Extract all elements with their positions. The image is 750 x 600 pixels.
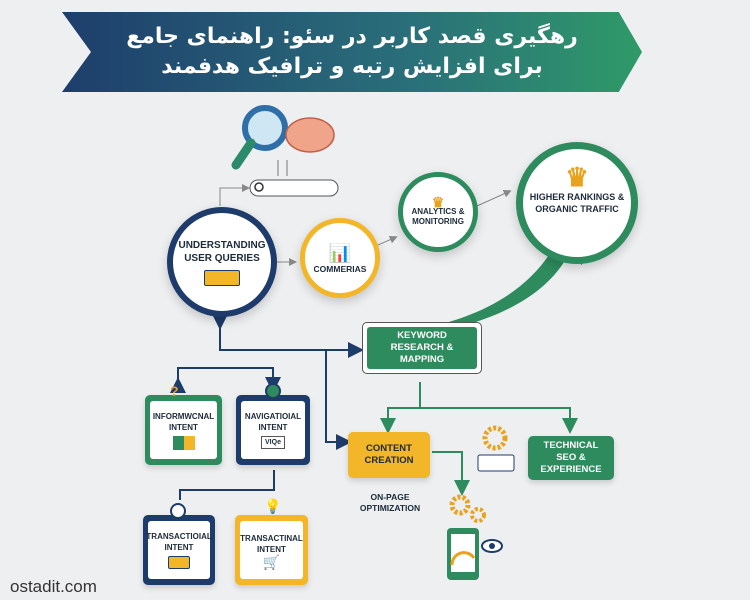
book-icon (172, 435, 195, 450)
keyboard-icon (477, 454, 515, 472)
magnifier-icon (231, 105, 288, 170)
commerias-node: 📊 COMMERIAS (300, 218, 380, 298)
analytics-label: ANALYTICS & MONITORING (411, 207, 465, 226)
watermark: ostadit.com (10, 577, 97, 596)
cart-icon: 🛒 (262, 553, 281, 570)
understanding-label: UNDERSTANDING USER QUERIES (178, 239, 266, 264)
webpage-icon: VIQe (261, 436, 285, 449)
lightbulb-icon: 💡 (264, 498, 282, 514)
commerias-label: COMMERIAS (313, 263, 367, 274)
id-card-icon (204, 269, 240, 286)
analytics-node: ♛ ANALYTICS & MONITORING (398, 172, 478, 252)
on-page-optimization-label: ON-PAGE OPTIMIZATION (359, 492, 421, 513)
navigational-label: NAVIGATIOIAL INTENT (244, 412, 302, 432)
informational-intent-card: INFORMWCNAL INTENT (145, 395, 222, 465)
transactional-intent-card: TRANSACTIOIAL INTENT (143, 515, 215, 585)
bar-chart-icon: 📊 (328, 242, 352, 263)
navigational-intent-card: NAVIGATIOIAL INTENT VIQe (236, 395, 310, 465)
title-banner: رهگیری قصد کاربر در سئو: راهنمای جامع بر… (62, 12, 642, 92)
technical-seo-box: TECHNICAL SEO & EXPERIENCE (528, 436, 614, 480)
content-creation-box: CONTENT CREATION (348, 432, 430, 478)
crown-icon: ♛ (565, 162, 589, 192)
gear-icon (482, 425, 508, 451)
search-icon (254, 182, 264, 192)
crown-icon: ♛ (431, 194, 445, 210)
transactional-label: TRANSACTIOIAL INTENT (146, 532, 212, 552)
transactinal-intent-card: TRANSACTINAL INTENT🛒 (235, 515, 308, 585)
brain-icon (285, 117, 335, 153)
informational-label: INFORMWCNAL INTENT (152, 411, 215, 432)
gear-icon (470, 507, 486, 523)
target-icon (170, 503, 186, 519)
question-icon: ? (170, 383, 179, 399)
search-bar (249, 179, 339, 197)
speedometer-icon (450, 551, 476, 566)
title-line-1: رهگیری قصد کاربر در سئو: راهنمای جامع (126, 24, 578, 49)
credit-card-icon (168, 556, 190, 569)
keyword-research-box: KEYWORD RESEARCH & MAPPING (362, 322, 482, 374)
understanding-user-queries-node: UNDERSTANDING USER QUERIES (167, 207, 277, 317)
gear-icon (449, 494, 471, 516)
content-label: CONTENT CREATION (364, 443, 414, 466)
rankings-label: HIGHER RANKINGS & ORGANIC TRAFFIC (529, 192, 625, 214)
higher-rankings-node: ♛ HIGHER RANKINGS & ORGANIC TRAFFIC (516, 142, 638, 264)
title-line-2: برای افزایش رتبه و ترافیک هدفمند (161, 54, 543, 79)
transactinal-label: TRANSACTINAL INTENT (240, 533, 303, 554)
keyword-label: KEYWORD RESEARCH & MAPPING (367, 327, 477, 369)
technical-label: TECHNICAL SEO & EXPERIENCE (540, 440, 602, 475)
compass-icon (265, 383, 281, 399)
